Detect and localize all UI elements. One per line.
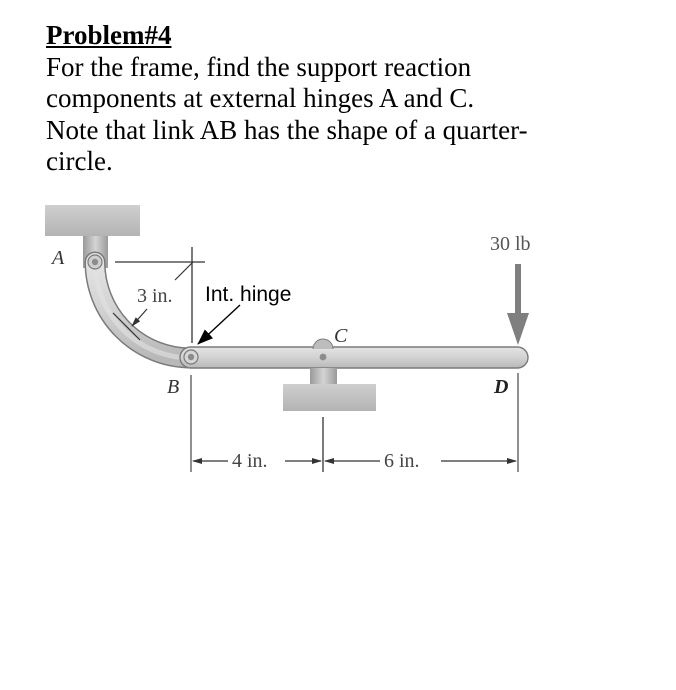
support-base-c (283, 384, 376, 411)
label-d: D (493, 376, 508, 398)
problem-line-4: circle. (46, 146, 113, 176)
problem-title: Problem#4 (46, 20, 172, 50)
radius-leader-bottom (131, 308, 148, 327)
load-label: 30 lb (490, 233, 531, 255)
problem-line-2: components at external hinges A and C. (46, 83, 475, 113)
support-block-a (45, 205, 140, 236)
int-hinge-label: Int. hinge (205, 283, 291, 306)
label-b: B (167, 376, 179, 398)
pin-cap-c (312, 338, 334, 350)
problem-line-3: Note that link AB has the shape of a qua… (46, 114, 528, 145)
dim-label-cd: 6 in. (384, 450, 420, 472)
radius-leader-top (174, 261, 194, 281)
problem-line-1: For the frame, find the support reaction (46, 51, 472, 82)
support-post-c (310, 368, 337, 384)
label-a: A (50, 247, 65, 269)
pin-c (319, 353, 327, 361)
problem-statement: Problem#4 For the frame, find the suppor… (46, 20, 626, 178)
int-hinge-arrow (197, 304, 241, 345)
label-c: C (334, 325, 348, 347)
bar-bd (179, 346, 529, 369)
pin-a (87, 254, 103, 270)
dim-label-bc: 4 in. (232, 450, 268, 472)
pin-b (183, 349, 199, 365)
radius-tick (112, 312, 141, 341)
load-arrow (507, 264, 529, 345)
radius-label: 3 in. (137, 285, 173, 307)
